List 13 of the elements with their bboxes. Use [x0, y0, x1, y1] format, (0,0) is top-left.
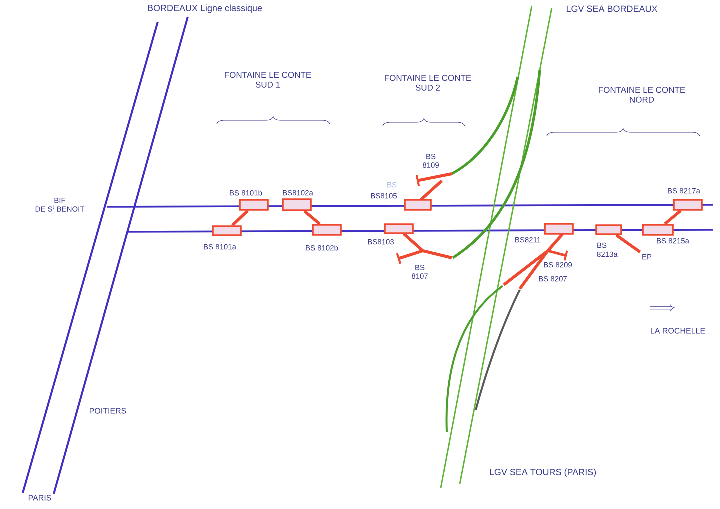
text-label: FONTAINE LE CONTE SUD 2: [385, 75, 472, 91]
crossover-line: [232, 210, 249, 227]
text-label: FONTAINE LE CONTE NORD: [599, 87, 686, 103]
text-label: LGV SEA TOURS (PARIS): [490, 468, 596, 478]
crossover-line: [664, 210, 682, 226]
text-label: POITIERS: [90, 408, 126, 414]
text-label: LA ROCHELLE: [651, 328, 706, 334]
text-label: LGV SEA BORDEAUX: [566, 6, 658, 12]
text-label: BORDEAUX Ligne classique: [148, 4, 262, 14]
crossover-line: [304, 210, 321, 226]
track-line: [616, 234, 642, 254]
text-label: FONTAINE LE CONTE SUD 1: [225, 72, 312, 88]
text-label: PARIS: [28, 495, 52, 501]
